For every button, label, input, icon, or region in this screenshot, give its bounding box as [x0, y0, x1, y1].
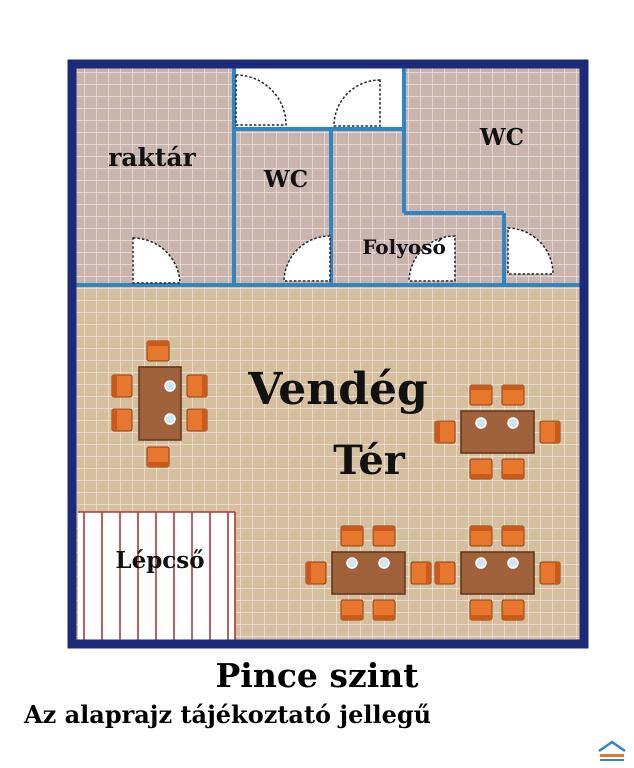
plan-subtitle: Az alaprajz tájékoztató jellegű	[24, 700, 432, 729]
door-swings	[132, 74, 554, 284]
floor-plan: raktár WC WC Folyosó Vendég Tér Lépcső	[67, 59, 589, 649]
table-group-right-top	[434, 384, 561, 480]
plan-title: Pince szint	[215, 656, 419, 695]
room-label-guest-area-line1: Vendég	[247, 364, 428, 415]
room-label-wc-middle: WC	[263, 166, 308, 193]
table-group-left	[111, 340, 208, 468]
room-label-wc-right: WC	[479, 124, 524, 151]
table-group-bottom-middle	[305, 525, 432, 621]
inner-walls	[74, 67, 582, 287]
room-label-stairs: Lépcső	[115, 547, 204, 574]
staircase	[78, 511, 236, 640]
room-label-guest-area-line2: Tér	[333, 437, 406, 484]
agency-logo	[598, 740, 626, 761]
table-group-bottom-right	[434, 525, 561, 621]
room-label-storage: raktár	[108, 143, 196, 172]
room-label-corridor: Folyosó	[362, 235, 446, 259]
outer-wall	[67, 59, 589, 649]
